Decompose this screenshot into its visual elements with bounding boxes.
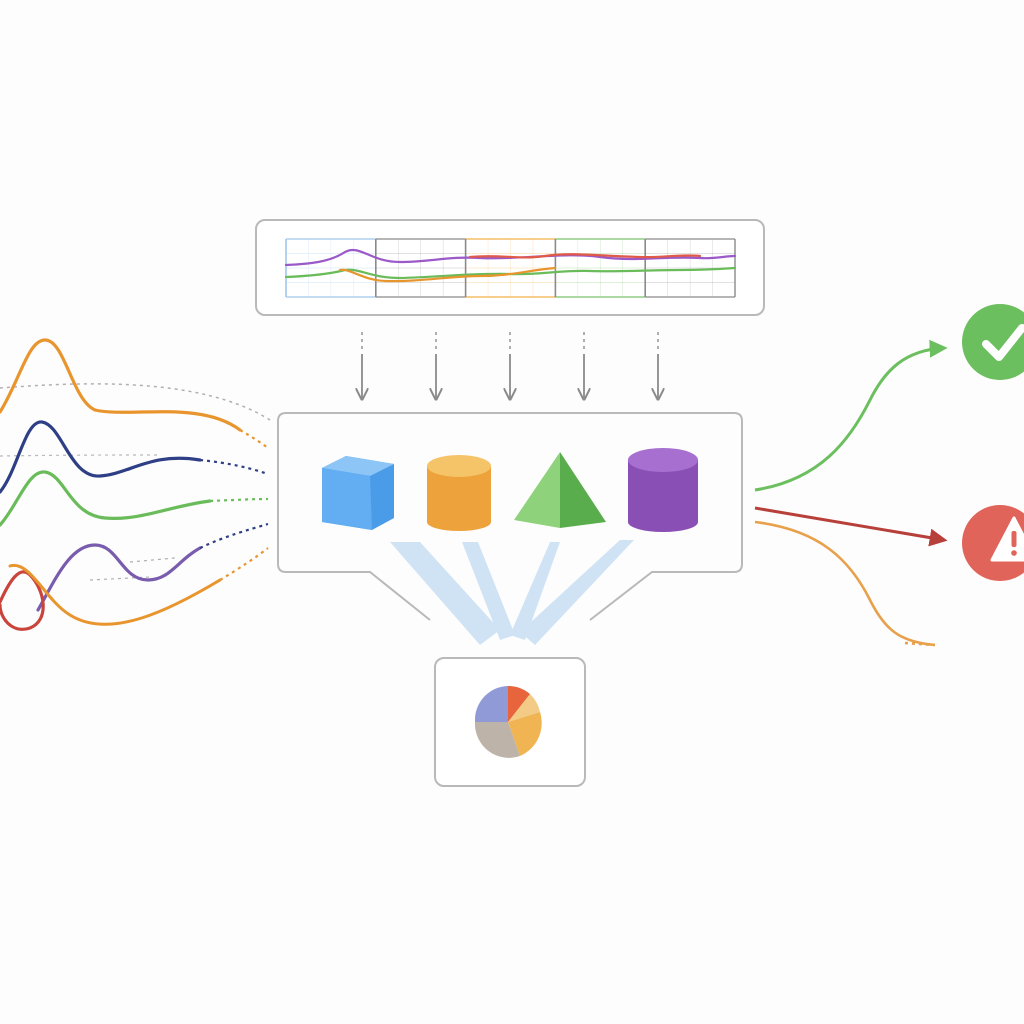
beam [390,542,500,645]
green-signal-curve [0,470,212,527]
red-signal-curve [0,570,45,631]
timeseries-panel [255,219,765,316]
purple-signal-curve [36,543,202,612]
orange-lower-tail [219,547,269,581]
beam [462,542,515,640]
timeseries-grid [285,238,736,298]
green-pyramid-icon [514,452,606,528]
uncertain-branch-tail [904,641,936,647]
uncertain-branch [754,520,936,647]
dashed-guide-line [0,383,271,421]
success-arrow [754,339,948,492]
beam [520,540,634,645]
check-circle-icon [962,304,1024,380]
aggregation-beams [390,540,634,645]
pie-chart-icon [474,685,542,758]
navy-signal-tail [199,458,269,476]
dashed-guide-line [0,454,161,457]
warning-arrow [754,506,948,547]
purple-cylinder-icon [628,448,698,532]
result-panel [434,657,586,787]
timeseries-line [338,266,557,283]
dashed-guide-line [129,557,176,563]
model-panel-frame [277,412,743,621]
timeseries-line [284,248,737,267]
orange-signal-tail [239,429,269,449]
orange-cylinder-icon [427,455,491,531]
alert-triangle-icon [962,505,1024,581]
input-signals [0,338,271,631]
timeseries-panel-frame [255,219,765,316]
green-signal-tail [209,497,269,503]
orange-signal-curve [0,338,242,432]
timeseries-line [468,253,702,259]
orange-lower-curve [8,564,222,626]
timeseries-lines [284,248,737,283]
output-branches [754,304,1024,647]
model-panel [277,412,743,645]
purple-signal-tail [199,522,269,549]
navy-signal-curve [0,420,202,494]
down-arrows [362,332,658,398]
beam [510,542,560,640]
blue-cube-icon [322,456,394,530]
